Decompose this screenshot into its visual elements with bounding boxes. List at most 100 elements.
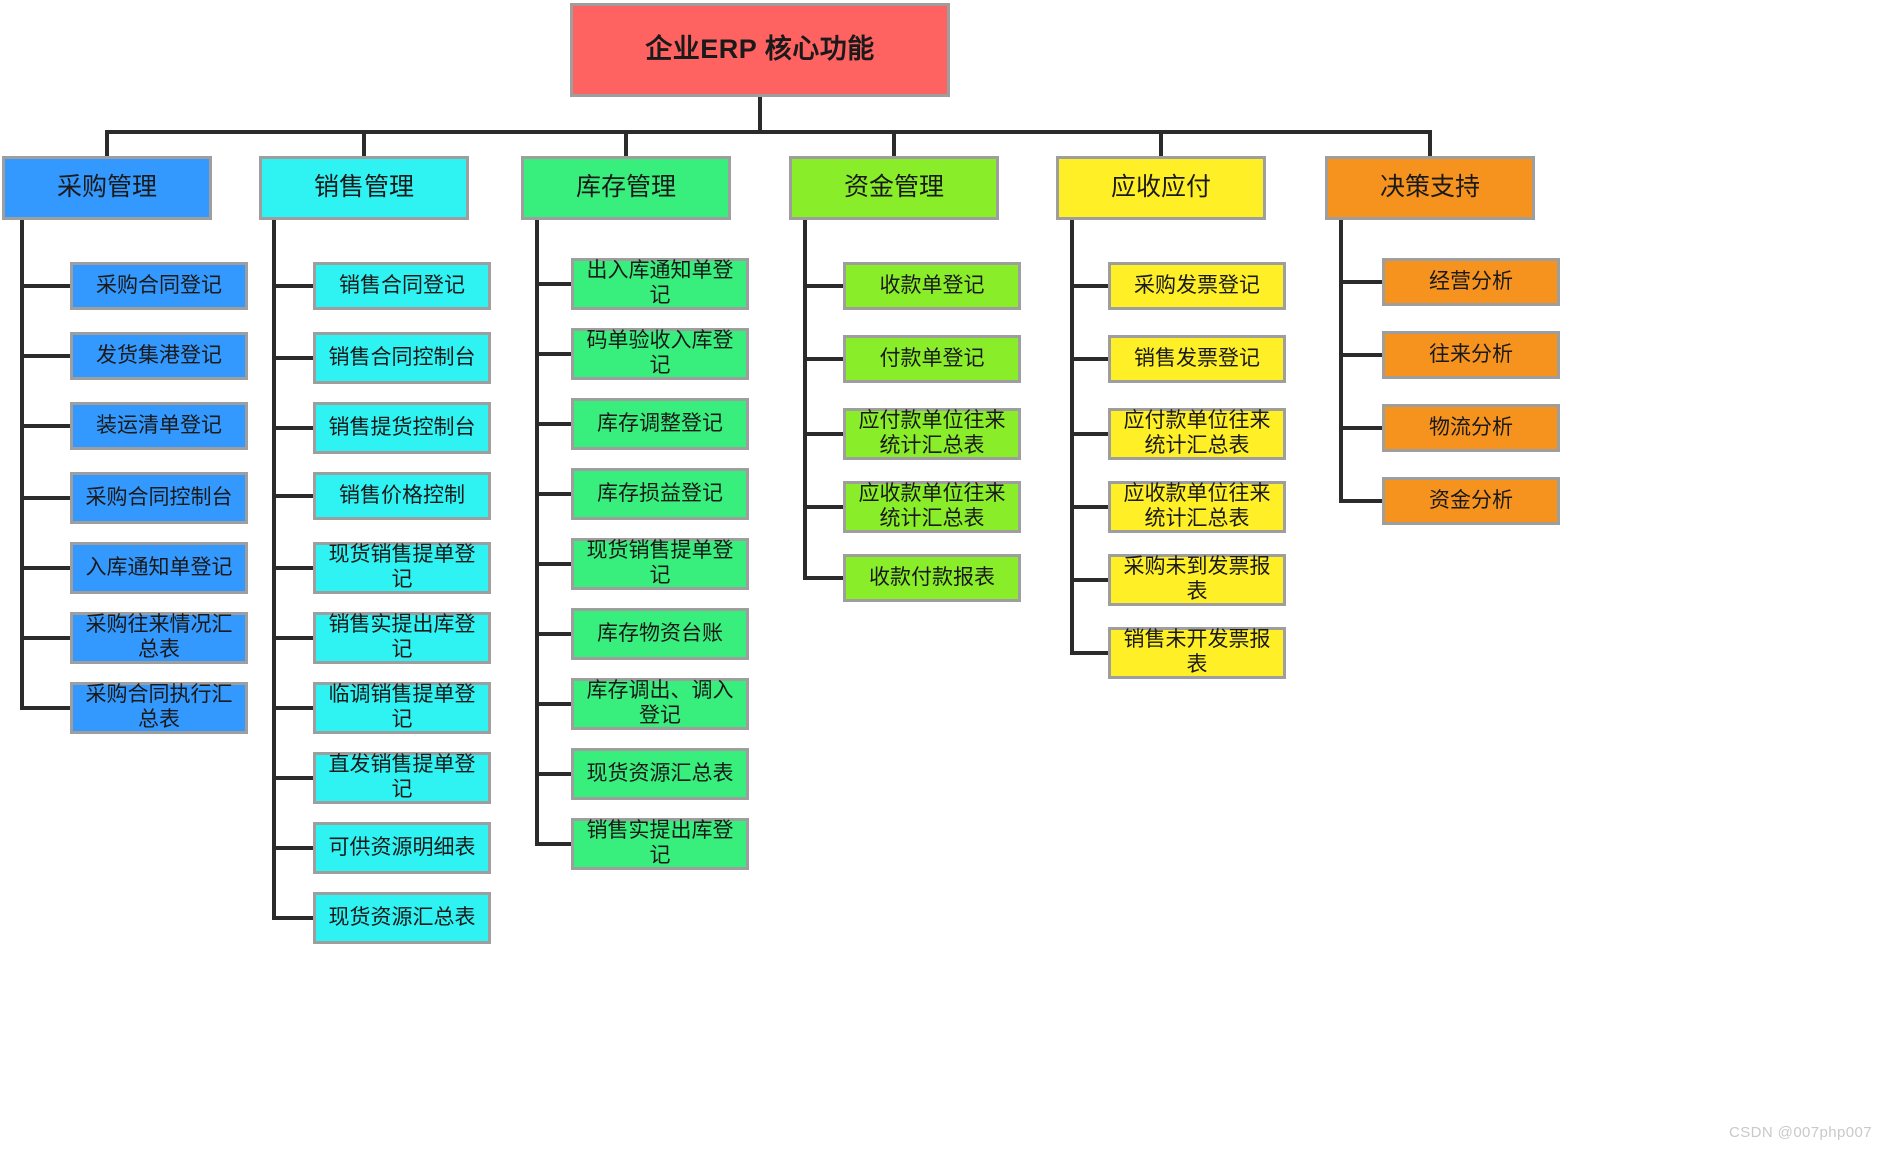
branch-node-purchasing[interactable]: 采购管理 bbox=[2, 156, 212, 220]
leaf-edge-inventory-1 bbox=[535, 352, 571, 356]
branch-node-receivable[interactable]: 应收应付 bbox=[1056, 156, 1266, 220]
leaf-edge-inventory-8 bbox=[535, 842, 571, 846]
leaf-edge-sales-8 bbox=[272, 846, 313, 850]
root-stem-edge bbox=[758, 97, 762, 130]
leaf-edge-sales-0 bbox=[272, 284, 313, 288]
leaf-node-funds-1[interactable]: 付款单登记 bbox=[843, 335, 1021, 383]
leaf-edge-inventory-3 bbox=[535, 492, 571, 496]
leaf-node-sales-5[interactable]: 销售实提出库登记 bbox=[313, 612, 491, 664]
root-node-erp-core[interactable]: 企业ERP 核心功能 bbox=[570, 3, 950, 97]
leaf-edge-receivable-2 bbox=[1070, 432, 1108, 436]
leaf-node-inventory-3[interactable]: 库存损益登记 bbox=[571, 468, 749, 520]
leaf-edge-inventory-7 bbox=[535, 772, 571, 776]
leaf-node-purchasing-4[interactable]: 入库通知单登记 bbox=[70, 542, 248, 594]
leaf-node-funds-4[interactable]: 收款付款报表 bbox=[843, 554, 1021, 602]
leaf-node-purchasing-5[interactable]: 采购往来情况汇总表 bbox=[70, 612, 248, 664]
leaf-node-sales-4[interactable]: 现货销售提单登记 bbox=[313, 542, 491, 594]
leaf-edge-purchasing-0 bbox=[20, 284, 70, 288]
branch-node-sales[interactable]: 销售管理 bbox=[259, 156, 469, 220]
branch-stem-edge-funds bbox=[892, 130, 896, 156]
leaf-edge-receivable-1 bbox=[1070, 357, 1108, 361]
leaf-edge-purchasing-2 bbox=[20, 424, 70, 428]
leaf-node-funds-0[interactable]: 收款单登记 bbox=[843, 262, 1021, 310]
leaf-edge-inventory-0 bbox=[535, 282, 571, 286]
leaf-edge-sales-7 bbox=[272, 776, 313, 780]
leaf-edge-decision-3 bbox=[1339, 499, 1382, 503]
leaf-edge-receivable-4 bbox=[1070, 578, 1108, 582]
branch-spine-inventory bbox=[535, 220, 539, 844]
leaf-node-inventory-1[interactable]: 码单验收入库登记 bbox=[571, 328, 749, 380]
leaf-node-sales-7[interactable]: 直发销售提单登记 bbox=[313, 752, 491, 804]
leaf-edge-sales-2 bbox=[272, 426, 313, 430]
leaf-node-inventory-6[interactable]: 库存调出、调入登记 bbox=[571, 678, 749, 730]
leaf-edge-funds-0 bbox=[803, 284, 843, 288]
leaf-edge-funds-4 bbox=[803, 576, 843, 580]
branch-stem-edge-purchasing bbox=[105, 130, 109, 156]
branch-spine-decision bbox=[1339, 220, 1343, 501]
leaf-edge-purchasing-5 bbox=[20, 636, 70, 640]
branch-node-funds[interactable]: 资金管理 bbox=[789, 156, 999, 220]
branch-node-decision[interactable]: 决策支持 bbox=[1325, 156, 1535, 220]
branch-stem-edge-inventory bbox=[624, 130, 628, 156]
leaf-node-receivable-2[interactable]: 应付款单位往来统计汇总表 bbox=[1108, 408, 1286, 460]
leaf-edge-receivable-3 bbox=[1070, 505, 1108, 509]
leaf-edge-funds-2 bbox=[803, 432, 843, 436]
leaf-node-sales-0[interactable]: 销售合同登记 bbox=[313, 262, 491, 310]
leaf-edge-inventory-6 bbox=[535, 702, 571, 706]
leaf-node-sales-2[interactable]: 销售提货控制台 bbox=[313, 402, 491, 454]
leaf-node-inventory-5[interactable]: 库存物资台账 bbox=[571, 608, 749, 660]
branch-stem-edge-decision bbox=[1428, 130, 1432, 156]
leaf-edge-purchasing-1 bbox=[20, 354, 70, 358]
leaf-node-funds-2[interactable]: 应付款单位往来统计汇总表 bbox=[843, 408, 1021, 460]
leaf-node-sales-6[interactable]: 临调销售提单登记 bbox=[313, 682, 491, 734]
leaf-node-receivable-0[interactable]: 采购发票登记 bbox=[1108, 262, 1286, 310]
leaf-edge-funds-1 bbox=[803, 357, 843, 361]
leaf-edge-sales-9 bbox=[272, 916, 313, 920]
leaf-node-purchasing-6[interactable]: 采购合同执行汇总表 bbox=[70, 682, 248, 734]
leaf-node-receivable-4[interactable]: 采购未到发票报表 bbox=[1108, 554, 1286, 606]
leaf-node-sales-8[interactable]: 可供资源明细表 bbox=[313, 822, 491, 874]
leaf-node-decision-3[interactable]: 资金分析 bbox=[1382, 477, 1560, 525]
leaf-edge-sales-3 bbox=[272, 494, 313, 498]
branch-spine-purchasing bbox=[20, 220, 24, 708]
branch-node-inventory[interactable]: 库存管理 bbox=[521, 156, 731, 220]
leaf-edge-receivable-5 bbox=[1070, 651, 1108, 655]
leaf-edge-inventory-4 bbox=[535, 562, 571, 566]
leaf-edge-decision-2 bbox=[1339, 426, 1382, 430]
leaf-node-receivable-1[interactable]: 销售发票登记 bbox=[1108, 335, 1286, 383]
leaf-edge-receivable-0 bbox=[1070, 284, 1108, 288]
leaf-node-receivable-5[interactable]: 销售未开发票报表 bbox=[1108, 627, 1286, 679]
leaf-edge-purchasing-3 bbox=[20, 496, 70, 500]
leaf-edge-decision-0 bbox=[1339, 280, 1382, 284]
leaf-node-inventory-8[interactable]: 销售实提出库登记 bbox=[571, 818, 749, 870]
branch-stem-edge-sales bbox=[362, 130, 366, 156]
leaf-node-sales-9[interactable]: 现货资源汇总表 bbox=[313, 892, 491, 944]
branch-stem-edge-receivable bbox=[1159, 130, 1163, 156]
branch-spine-funds bbox=[803, 220, 807, 578]
leaf-node-decision-1[interactable]: 往来分析 bbox=[1382, 331, 1560, 379]
leaf-edge-decision-1 bbox=[1339, 353, 1382, 357]
leaf-node-decision-0[interactable]: 经营分析 bbox=[1382, 258, 1560, 306]
leaf-edge-inventory-5 bbox=[535, 632, 571, 636]
leaf-node-purchasing-2[interactable]: 装运清单登记 bbox=[70, 402, 248, 450]
leaf-edge-sales-1 bbox=[272, 356, 313, 360]
leaf-node-sales-3[interactable]: 销售价格控制 bbox=[313, 472, 491, 520]
leaf-edge-purchasing-4 bbox=[20, 566, 70, 570]
trunk-edge bbox=[105, 130, 1432, 134]
leaf-node-inventory-4[interactable]: 现货销售提单登记 bbox=[571, 538, 749, 590]
leaf-node-inventory-7[interactable]: 现货资源汇总表 bbox=[571, 748, 749, 800]
leaf-node-inventory-2[interactable]: 库存调整登记 bbox=[571, 398, 749, 450]
leaf-node-decision-2[interactable]: 物流分析 bbox=[1382, 404, 1560, 452]
leaf-node-inventory-0[interactable]: 出入库通知单登记 bbox=[571, 258, 749, 310]
leaf-node-purchasing-3[interactable]: 采购合同控制台 bbox=[70, 472, 248, 524]
leaf-edge-sales-5 bbox=[272, 636, 313, 640]
leaf-node-purchasing-1[interactable]: 发货集港登记 bbox=[70, 332, 248, 380]
leaf-node-purchasing-0[interactable]: 采购合同登记 bbox=[70, 262, 248, 310]
leaf-node-funds-3[interactable]: 应收款单位往来统计汇总表 bbox=[843, 481, 1021, 533]
leaf-edge-sales-4 bbox=[272, 566, 313, 570]
leaf-node-receivable-3[interactable]: 应收款单位往来统计汇总表 bbox=[1108, 481, 1286, 533]
leaf-node-sales-1[interactable]: 销售合同控制台 bbox=[313, 332, 491, 384]
leaf-edge-funds-3 bbox=[803, 505, 843, 509]
leaf-edge-sales-6 bbox=[272, 706, 313, 710]
